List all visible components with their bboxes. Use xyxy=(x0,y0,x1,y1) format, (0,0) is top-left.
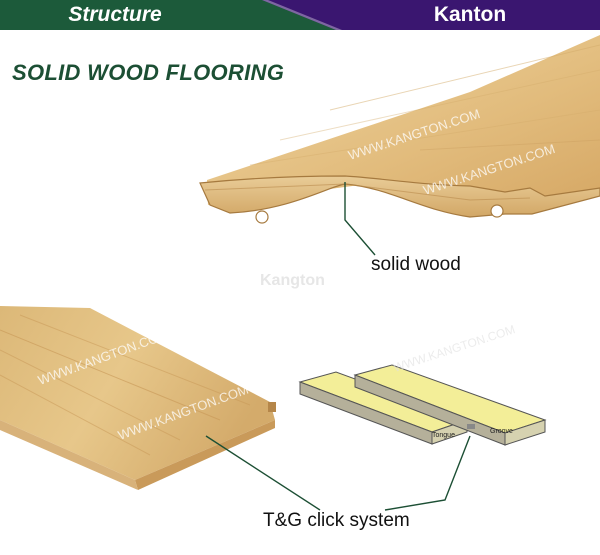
watermark-brand: Kangton xyxy=(260,272,325,289)
watermark-domain-5: WWW.KANGTON.COM xyxy=(392,322,517,375)
header-bar: Structure Kanton xyxy=(0,0,600,30)
header-brand-label: Kanton xyxy=(433,3,507,26)
tg-click-system-label: T&G click system xyxy=(263,510,410,531)
solid-wood-leader-line xyxy=(344,182,376,256)
tongue-label: Tongue xyxy=(432,432,455,439)
tg-leader-line-left xyxy=(205,435,321,511)
groove-label: Groove xyxy=(490,428,513,435)
header-structure-label: Structure xyxy=(68,3,162,26)
tg-leader-line-right xyxy=(384,435,471,511)
header-background xyxy=(0,0,600,30)
solid-wood-plank xyxy=(199,35,600,224)
page-title: SOLID WOOD FLOORING xyxy=(12,60,285,85)
tongue-groove-diagram: Tongue Groove xyxy=(298,364,547,446)
solid-wood-label: solid wood xyxy=(371,254,461,275)
